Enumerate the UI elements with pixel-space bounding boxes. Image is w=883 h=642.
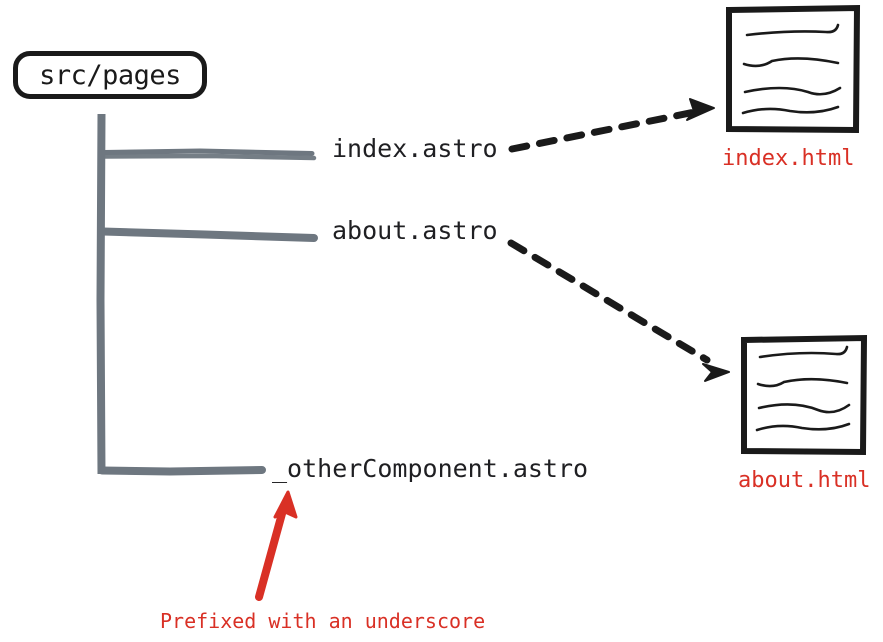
root-folder-label: src/pages: [39, 59, 181, 91]
file-label-index-astro[interactable]: index.astro: [332, 134, 498, 163]
file-label-about-astro[interactable]: about.astro: [332, 216, 498, 245]
connector-index-arrow: [508, 98, 715, 153]
file-label-othercomponent-astro[interactable]: _otherComponent.astro: [272, 454, 589, 483]
tree-branch-about: [99, 227, 318, 242]
tree-trunk-line: [96, 113, 106, 475]
output-label-index-html: index.html: [722, 146, 855, 171]
root-folder-node[interactable]: src/pages: [13, 51, 207, 99]
document-page-index: [726, 4, 861, 134]
annotation-note-text: Prefixed with an underscore: [160, 609, 486, 633]
connector-about-arrow: [507, 239, 730, 382]
tree-branch-index-overstroke: [101, 153, 317, 161]
tree-branch-other: [98, 466, 266, 476]
output-label-about-html: about.html: [738, 468, 871, 493]
annotation-arrow: [255, 490, 298, 601]
document-page-about: [741, 334, 868, 456]
tree-branch-index: [101, 148, 315, 156]
